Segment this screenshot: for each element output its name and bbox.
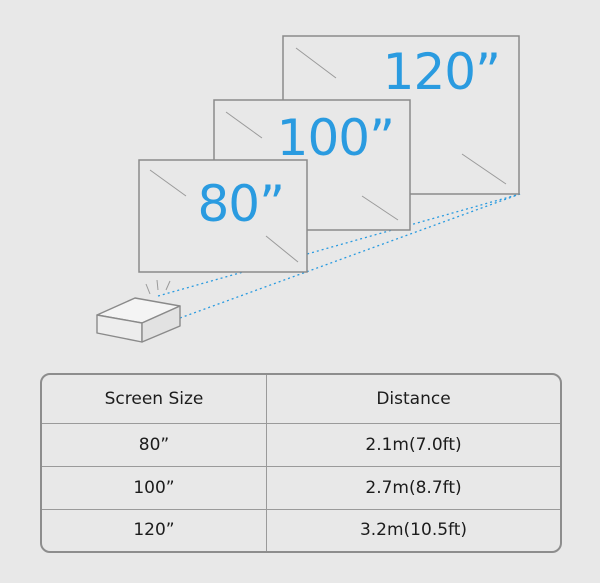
table-row: 100” 2.7m(8.7ft) [42, 466, 560, 510]
header-screen-size: Screen Size [42, 375, 267, 424]
screen-120-label: 120” [383, 43, 500, 101]
projector-icon [96, 279, 181, 343]
table-row: 80” 2.1m(7.0ft) [42, 423, 560, 467]
cell-size: 80” [42, 423, 267, 467]
table-row: 120” 3.2m(10.5ft) [42, 509, 560, 551]
cell-size: 100” [42, 466, 267, 510]
table-header-row: Screen Size Distance [42, 375, 560, 424]
screen-100-label: 100” [277, 109, 394, 167]
projection-diagram: 120” 100” 80” [96, 35, 521, 343]
screen-80: 80” [138, 159, 308, 273]
cell-distance: 2.1m(7.0ft) [266, 423, 560, 467]
cell-size: 120” [42, 509, 267, 551]
distance-table: Screen Size Distance 80” 2.1m(7.0ft) 100… [40, 373, 562, 553]
projection-line-lower [179, 193, 521, 319]
screen-80-label: 80” [197, 175, 284, 233]
cell-distance: 3.2m(10.5ft) [359, 520, 468, 541]
cell-distance: 2.7m(8.7ft) [266, 466, 560, 510]
header-distance: Distance [266, 375, 560, 424]
